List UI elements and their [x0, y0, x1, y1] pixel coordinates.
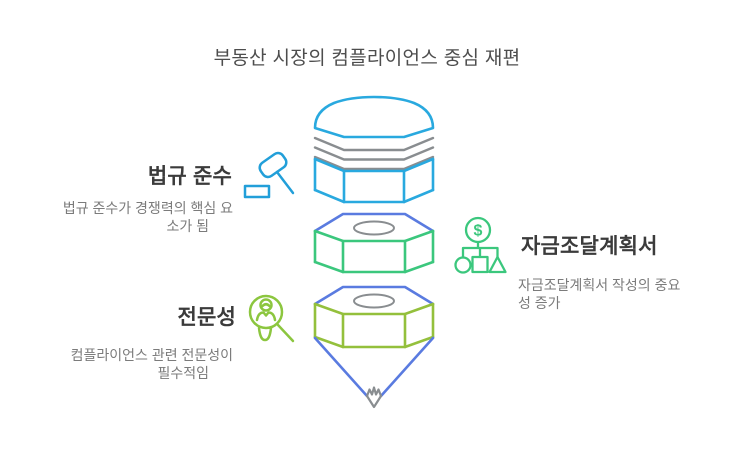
page-title: 부동산 시장의 컴플라이언스 중심 재편 — [213, 48, 521, 69]
callout-legal-desc: 법규 준수가 경쟁력의 핵심 요 소가 됨 — [62, 200, 233, 234]
money-allocation-icon: $ — [453, 214, 509, 276]
callout-expertise-desc: 컴플라이언스 관련 전문성이 필수적임 — [70, 347, 233, 381]
callout-expertise: 전문성 컴플라이언스 관련 전문성이 필수적임 — [28, 288, 296, 382]
callout-expertise-heading: 전문성 — [177, 306, 236, 329]
person-magnifier-icon — [244, 288, 296, 344]
funnel-diagram — [300, 90, 450, 425]
funnel-bottom-nut — [313, 285, 435, 349]
callout-legal-heading: 법규 준수 — [147, 165, 232, 188]
funnel-spout — [313, 336, 435, 409]
funnel-top-drum — [313, 95, 435, 204]
funnel-middle-nut — [313, 212, 435, 274]
callout-funding-heading: 자금조달계획서 — [521, 235, 658, 258]
callout-legal: 법규 준수 법규 준수가 경쟁력의 핵심 요 소가 됨 — [28, 148, 296, 235]
callout-funding: $ 자금조달계획서 자금조달계획서 작성의 중요 성 증가 — [453, 214, 728, 312]
gavel-icon — [240, 148, 296, 202]
svg-text:$: $ — [474, 223, 483, 240]
callout-funding-desc: 자금조달계획서 작성의 중요 성 증가 — [518, 277, 681, 311]
